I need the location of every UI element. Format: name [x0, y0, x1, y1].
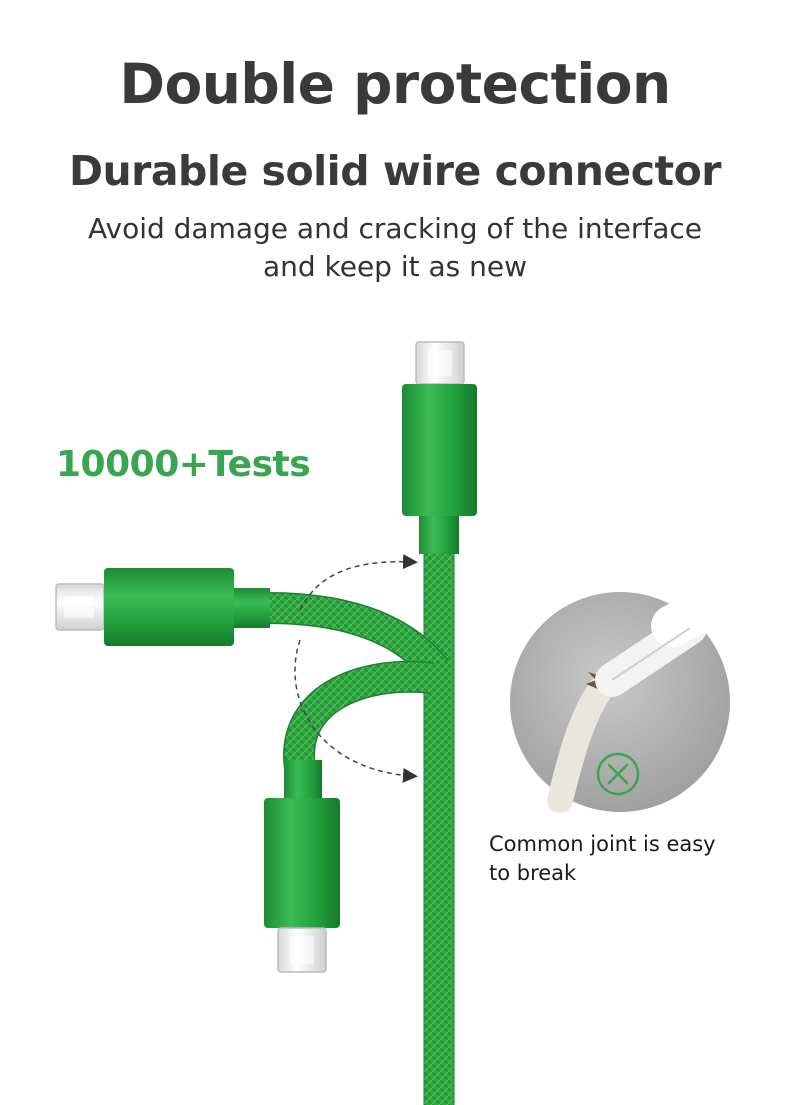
description-line-2: and keep it as new: [262, 250, 528, 283]
x-circle-icon: [596, 752, 640, 796]
page-title: Double protection: [119, 52, 671, 116]
main-cable: [423, 549, 455, 1105]
bent-cable-lower: [283, 660, 434, 771]
page-description: Avoid damage and cracking of the interfa…: [0, 210, 790, 286]
page-subtitle: Durable solid wire connector: [68, 147, 722, 195]
caption-line-2: to break: [489, 861, 577, 885]
top-lightning-plug-icon: [402, 341, 477, 554]
broken-joint-inset: [510, 579, 741, 813]
description-line-1: Avoid damage and cracking of the interfa…: [87, 212, 702, 245]
bent-cable-upper: [267, 592, 449, 681]
caption-line-1: Common joint is easy: [489, 832, 716, 856]
bottom-lightning-plug-icon: [264, 760, 340, 973]
bend-arrow-icon: [294, 554, 418, 783]
inset-caption: Common joint is easy to break: [489, 830, 779, 888]
left-lightning-plug-icon: [55, 568, 270, 646]
tests-badge: 10000+Tests: [56, 444, 311, 485]
